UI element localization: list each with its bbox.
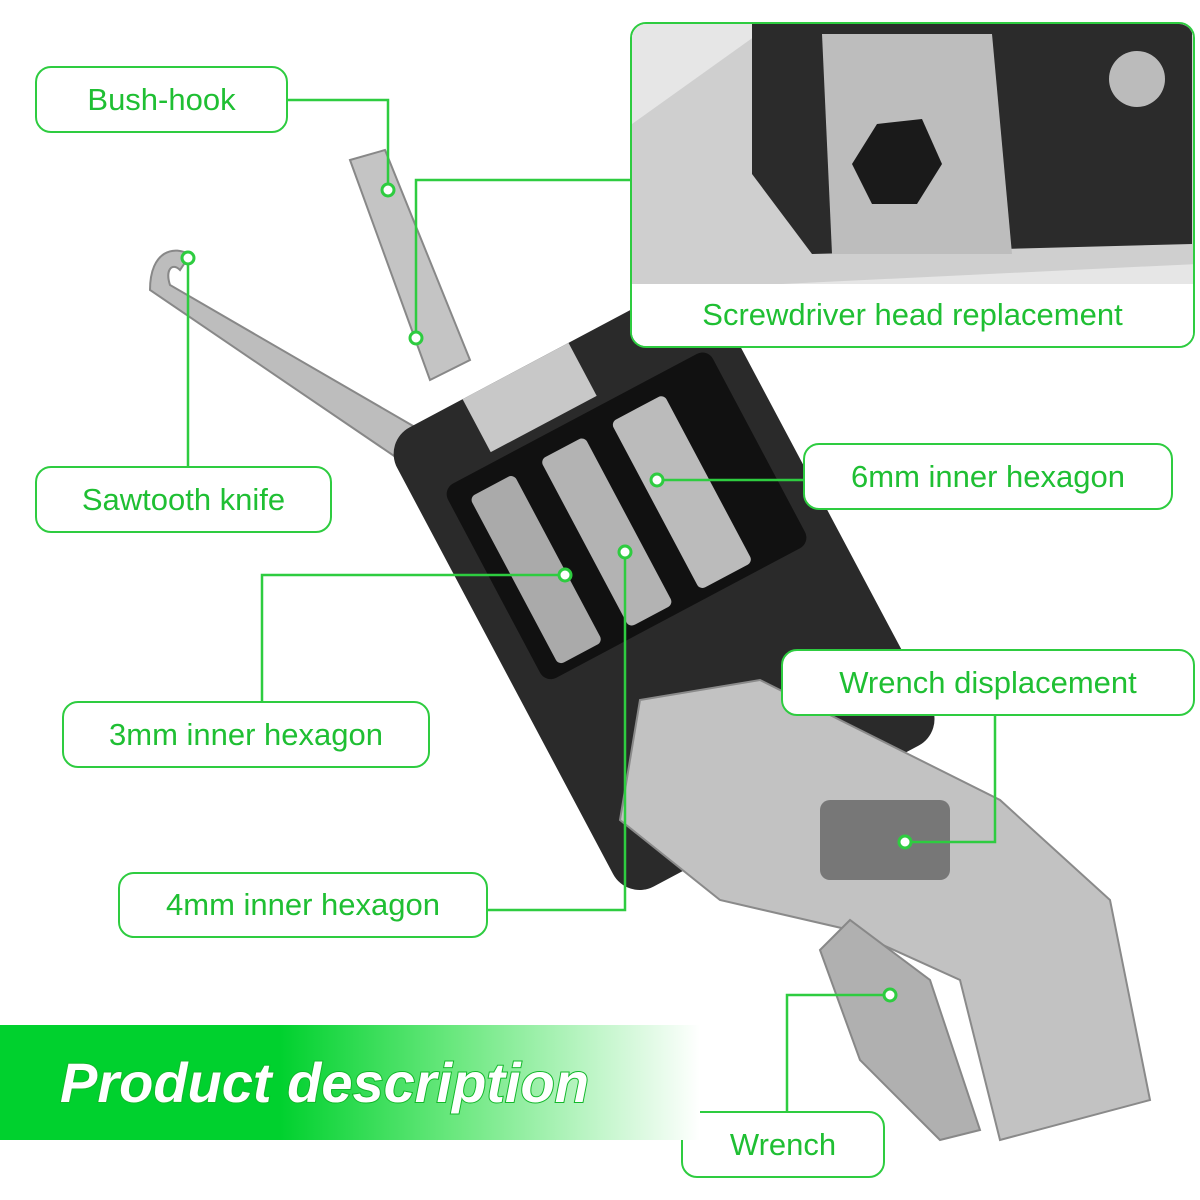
banner-title: Product description	[59, 1050, 590, 1115]
wrench-head	[618, 678, 1152, 1142]
bit-6mm	[612, 396, 751, 588]
hex-3mm-label: 3mm inner hexagon	[62, 701, 430, 768]
wrench-label: Wrench	[681, 1111, 885, 1178]
leader-dots	[180, 182, 913, 1003]
bit-3mm	[471, 476, 601, 664]
hex-4mm-label: 4mm inner hexagon	[118, 872, 488, 938]
bush-hook-label: Bush-hook	[35, 66, 288, 133]
hook-blade	[148, 249, 422, 462]
product-description-banner: Product description	[0, 1025, 700, 1140]
hex-6mm-label: 6mm inner hexagon	[803, 443, 1173, 510]
worm-gear	[820, 800, 950, 880]
wrench-displacement-label: Wrench displacement	[781, 649, 1195, 716]
bit-4mm	[542, 438, 672, 626]
saw-base	[462, 342, 597, 453]
screwdriver-inset: Screwdriver head replacement	[630, 22, 1195, 348]
leader-lines	[186, 98, 997, 1111]
sawtooth-knife-label: Sawtooth knife	[35, 466, 332, 533]
saw-blade	[348, 148, 472, 382]
wrench-jaw	[818, 918, 982, 1142]
screwdriver-head-label: Screwdriver head replacement	[632, 284, 1193, 346]
